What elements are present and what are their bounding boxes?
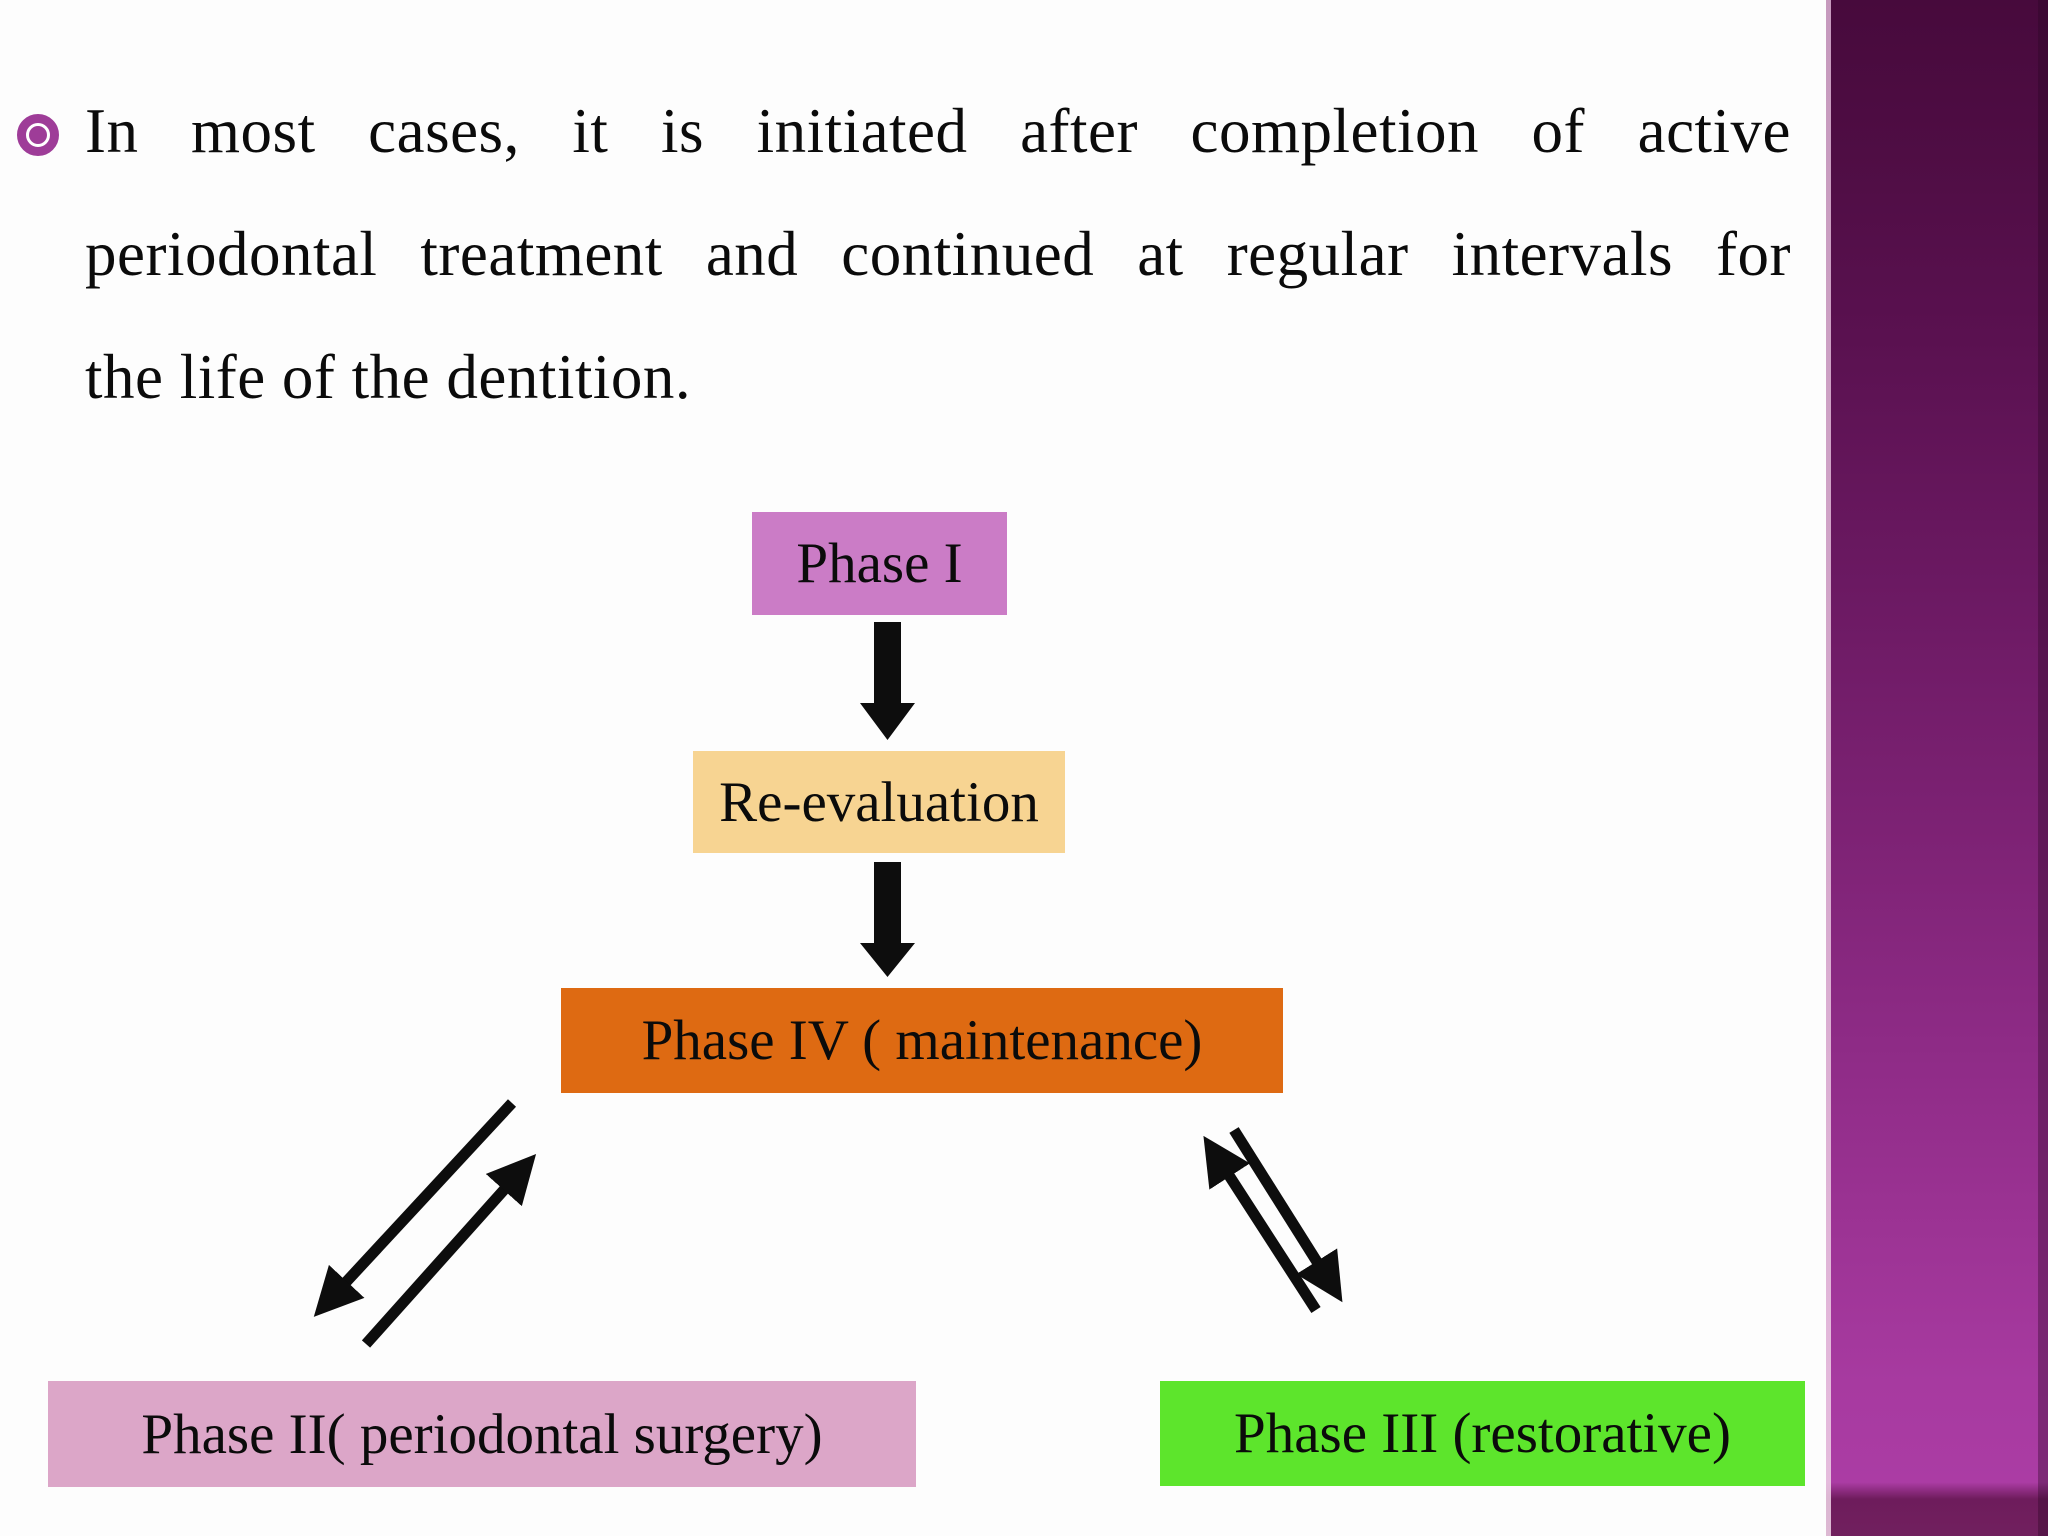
node-re-evaluation-label: Re-evaluation: [719, 770, 1039, 834]
down-arrow-icon: [860, 862, 915, 977]
double-arrow-left-icon: [313, 1099, 537, 1348]
down-arrow-icon: [860, 622, 915, 740]
paragraph-line-2: periodontal treatment and continued at r…: [85, 219, 1791, 289]
bullet-ring-icon: [17, 114, 59, 156]
node-phase-2-periodontal-surgery: Phase II( periodontal surgery): [48, 1381, 916, 1487]
node-re-evaluation: Re-evaluation: [693, 751, 1065, 853]
node-phase-3-label: Phase III (restorative): [1234, 1402, 1731, 1465]
double-arrow-right-icon: [1203, 1127, 1343, 1313]
node-phase-2-label: Phase II( periodontal surgery): [141, 1402, 823, 1466]
paragraph-line-1: In most cases, it is initiated after com…: [85, 96, 1791, 166]
node-phase-4-label: Phase IV ( maintenance): [641, 1009, 1203, 1072]
paragraph-line-3: the life of the dentition.: [85, 342, 692, 412]
node-phase-3-restorative: Phase III (restorative): [1160, 1381, 1805, 1486]
node-phase-1: Phase I: [752, 512, 1007, 615]
sidebar-gradient-bar: [1826, 0, 2048, 1536]
bullet-dot-icon: [29, 126, 47, 144]
bullet-paragraph: In most cases, it is initiated after com…: [85, 70, 1791, 439]
node-phase-4-maintenance: Phase IV ( maintenance): [561, 988, 1283, 1093]
node-phase-1-label: Phase I: [796, 532, 963, 595]
